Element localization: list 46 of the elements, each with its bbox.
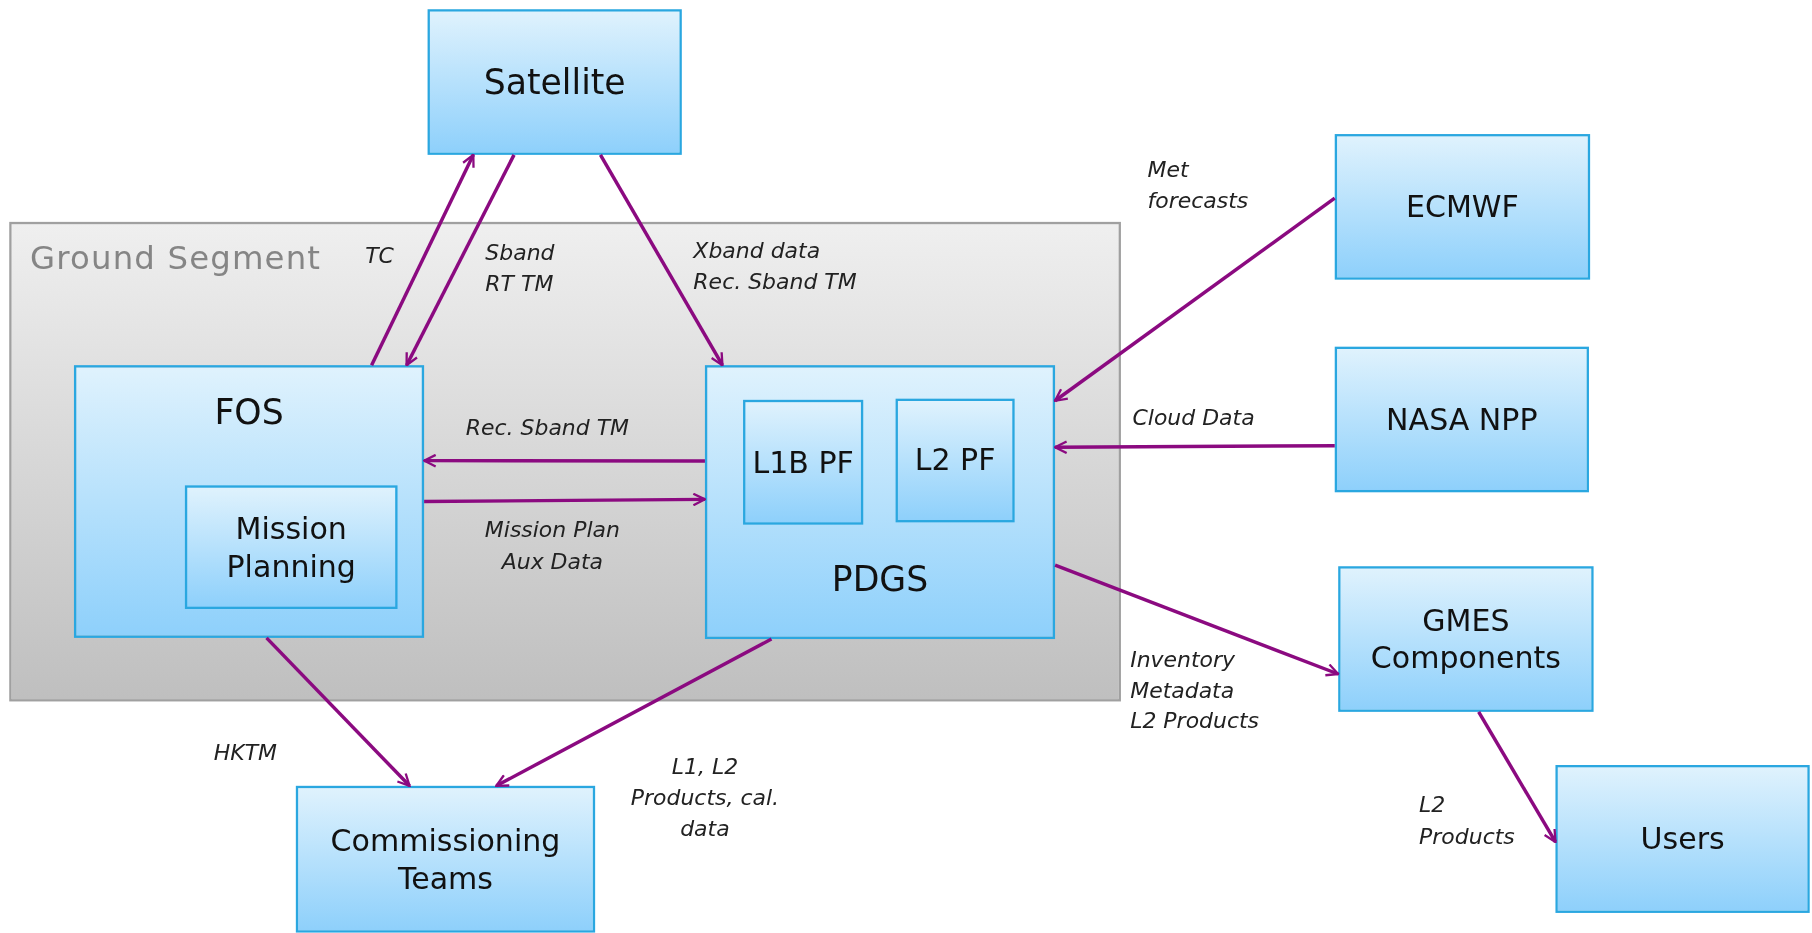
process-box (1555, 765, 1810, 913)
edge-label: Xband data Rec. Sband TM (693, 235, 858, 296)
node-label: NASA NPP (1386, 400, 1538, 439)
process-box (184, 485, 398, 609)
node-label: PDGS (831, 556, 929, 600)
edge-label: Cloud Data (1132, 403, 1256, 432)
arrow (598, 154, 724, 367)
node-label: Commissioning Teams (329, 821, 562, 897)
node-label: L2 PF (914, 441, 996, 480)
process-box (704, 365, 1056, 640)
node-label: Users (1640, 820, 1725, 858)
edge-label: Inventory Metadata L2 Products (1130, 645, 1261, 735)
edge-label: Met forecasts (1147, 155, 1250, 215)
arrow (1054, 563, 1340, 677)
process-box (73, 365, 425, 638)
group-panel (9, 221, 1121, 702)
node-label: Mission Planning (225, 509, 357, 585)
process-box (895, 398, 1015, 523)
arrow (265, 636, 411, 788)
edge-label: TC (365, 241, 395, 271)
edge-label: L1, L2 Products, cal. data (629, 752, 781, 843)
edge-label: Sband RT TM (485, 238, 556, 298)
group-title: Ground Segment (30, 238, 322, 279)
node-label: FOS (214, 390, 284, 434)
edge-label: Mission Plan Aux Data (483, 515, 621, 575)
arrow (1053, 196, 1336, 403)
process-box (427, 9, 682, 155)
process-box (1334, 346, 1589, 493)
process-box (1338, 566, 1594, 712)
node-label: L1B PF (752, 443, 854, 481)
edge-label: L2 Products (1419, 790, 1516, 850)
edge-label: Rec. Sband TM (465, 412, 631, 442)
node-label: GMES Components (1369, 601, 1562, 677)
arrow (424, 492, 707, 507)
arrow (495, 637, 773, 788)
arrow (422, 453, 705, 468)
process-box (1334, 134, 1591, 280)
node-label: Satellite (483, 60, 626, 104)
arrow (1477, 710, 1557, 844)
arrow (405, 154, 516, 367)
process-box (743, 399, 864, 525)
arrow (370, 153, 475, 366)
arrow (1053, 440, 1335, 455)
edge-label: HKTM (213, 738, 279, 767)
process-box (295, 785, 596, 933)
node-label: ECMWF (1406, 188, 1519, 226)
